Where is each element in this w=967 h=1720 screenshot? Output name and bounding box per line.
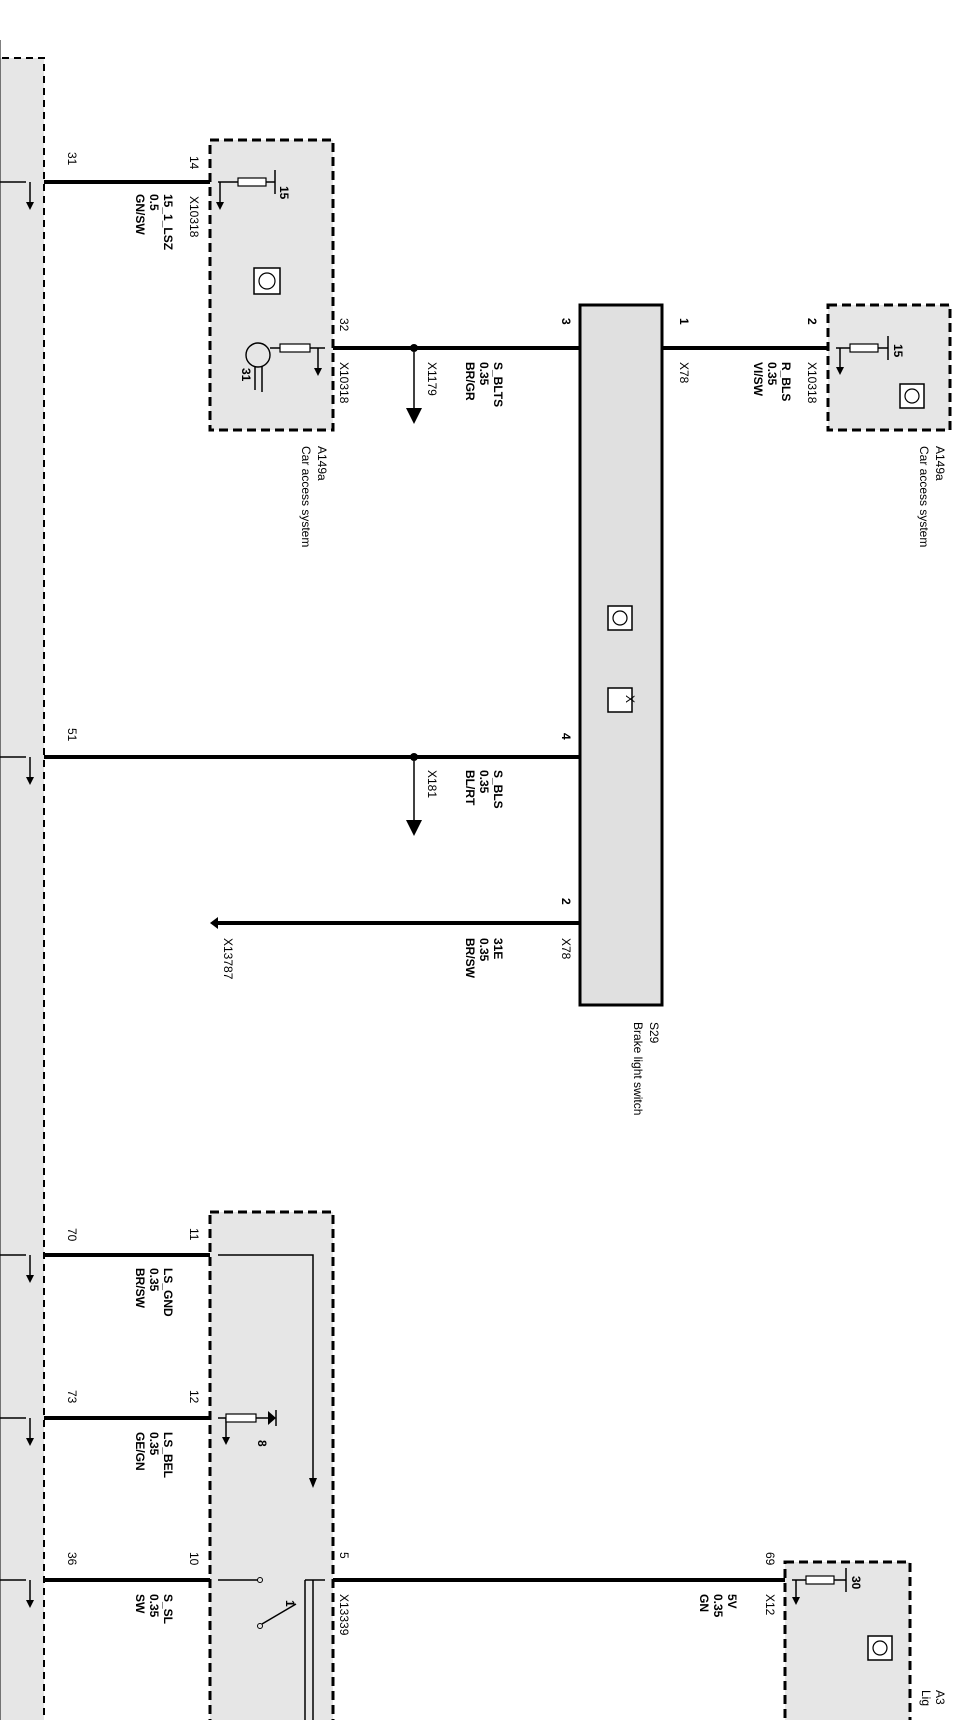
cas-left-internal (216, 170, 325, 392)
splice-arrow-x1179 (406, 408, 422, 424)
supply-30: 30 (849, 1576, 863, 1590)
a3-chip-icon (867, 1635, 893, 1661)
a3-id: A3 (933, 1690, 947, 1705)
splice-arrow-x181 (406, 820, 422, 836)
connector-x10318-c: X10318 (805, 362, 819, 404)
brake-light-switch-box (578, 303, 664, 1007)
pin-73: 73 (65, 1390, 79, 1404)
connector-x10318-a: X10318 (187, 196, 201, 238)
wire-36-color: SW (133, 1594, 147, 1614)
wire-1-color: VI/SW (751, 362, 765, 397)
wire-73-signal: LS_BEL (161, 1432, 175, 1478)
wire-73-color: GE/GN (133, 1432, 147, 1471)
wire-32-color: BR/GR (463, 362, 477, 401)
pin-1: 1 (677, 318, 691, 325)
wire-31-size: 0.5 (147, 194, 161, 211)
transistor-icon (245, 342, 271, 368)
left-control-unit-box (0, 57, 45, 1720)
pin-11: 11 (187, 1228, 201, 1241)
wire-51-color: BL/RT (463, 770, 477, 806)
connector-x78-a: X78 (677, 362, 691, 384)
wire-32-signal: S_BLTS (491, 362, 505, 407)
left-ecu-stubs (0, 181, 34, 1608)
ecu-chip-icon-right (899, 383, 925, 409)
wire-70-size: 0.35 (147, 1268, 161, 1292)
ground-x13787: X13787 (221, 938, 235, 980)
wire-36-size: 0.35 (147, 1594, 161, 1618)
wire-32-size: 0.35 (477, 362, 491, 386)
pin-10: 10 (187, 1552, 201, 1566)
wire-5-size: 0.35 (711, 1594, 725, 1618)
brake-switch-name: Brake light switch (631, 1022, 645, 1115)
splice-dot-x1179 (410, 344, 418, 352)
wire-2-signal: 31E (491, 938, 505, 959)
cas-b-id: A149a (933, 446, 947, 481)
pin-69: 69 (763, 1552, 777, 1566)
cas-a-id: A149a (315, 446, 329, 481)
a3-name: Lig (919, 1690, 933, 1706)
pin-14: 14 (187, 156, 201, 170)
a3-internal (792, 1568, 893, 1661)
brake-switch-x-box (607, 687, 633, 713)
brake-switch-x-label: X (623, 695, 637, 703)
pin-36: 36 (65, 1552, 79, 1566)
wire-31-signal: 15_1_LSZ (161, 194, 175, 250)
wire-51-signal: S_BLS (491, 770, 505, 809)
cas-right-internal (836, 336, 925, 409)
wire-5-signal: 5V (725, 1594, 739, 1609)
wire-51-size: 0.35 (477, 770, 491, 794)
wire-1-size: 0.35 (765, 362, 779, 386)
brake-switch-id: S29 (647, 1022, 661, 1044)
wire-2-color: BR/SW (463, 938, 477, 979)
pin-70: 70 (65, 1228, 79, 1242)
splice-dot-x181 (410, 753, 418, 761)
supply-15-a: 15 (277, 186, 291, 200)
connector-x12: X12 (763, 1594, 777, 1616)
splice-x1179: X1179 (425, 362, 439, 396)
lower-label-1: 1 (283, 1600, 297, 1607)
wire-70-signal: LS_GND (161, 1268, 175, 1317)
wire-2-size: 0.35 (477, 938, 491, 962)
wire-5-color: GN (697, 1594, 711, 1612)
ground-tip-x13787 (210, 917, 218, 929)
brake-switch-chip-icon (607, 605, 633, 631)
pin-5: 5 (337, 1552, 351, 1559)
supply-15-b: 15 (891, 344, 905, 358)
wire-1-signal: R_BLS (779, 362, 793, 401)
wire-36-signal: S_SL (161, 1594, 175, 1624)
cas-a-name: Car access system (299, 446, 313, 547)
wire-73-size: 0.35 (147, 1432, 161, 1456)
pin-51: 51 (65, 728, 79, 742)
lower-label-8: 8 (255, 1440, 269, 1447)
pin-3: 3 (559, 318, 573, 325)
pin-12: 12 (187, 1390, 201, 1404)
wire-70-color: BR/SW (133, 1268, 147, 1309)
ground-31: 31 (239, 368, 253, 382)
connector-x13339: X13339 (337, 1594, 351, 1636)
pin-4: 4 (559, 733, 573, 740)
pin-2-brake: 2 (559, 898, 573, 905)
pin-31: 31 (65, 152, 79, 166)
connector-x10318-b: X10318 (337, 362, 351, 404)
pin-2-cas: 2 (805, 318, 819, 325)
car-access-system-box-right (826, 303, 952, 432)
wire-31-color: GN/SW (133, 194, 147, 235)
ecu-chip-icon (253, 267, 281, 295)
pin-32: 32 (337, 318, 351, 332)
connector-x78-b: X78 (559, 938, 573, 960)
cas-b-name: Car access system (917, 446, 931, 547)
lower-module-internal (218, 1254, 325, 1720)
lower-module-box (208, 1210, 335, 1720)
splice-x181: X181 (425, 770, 439, 798)
